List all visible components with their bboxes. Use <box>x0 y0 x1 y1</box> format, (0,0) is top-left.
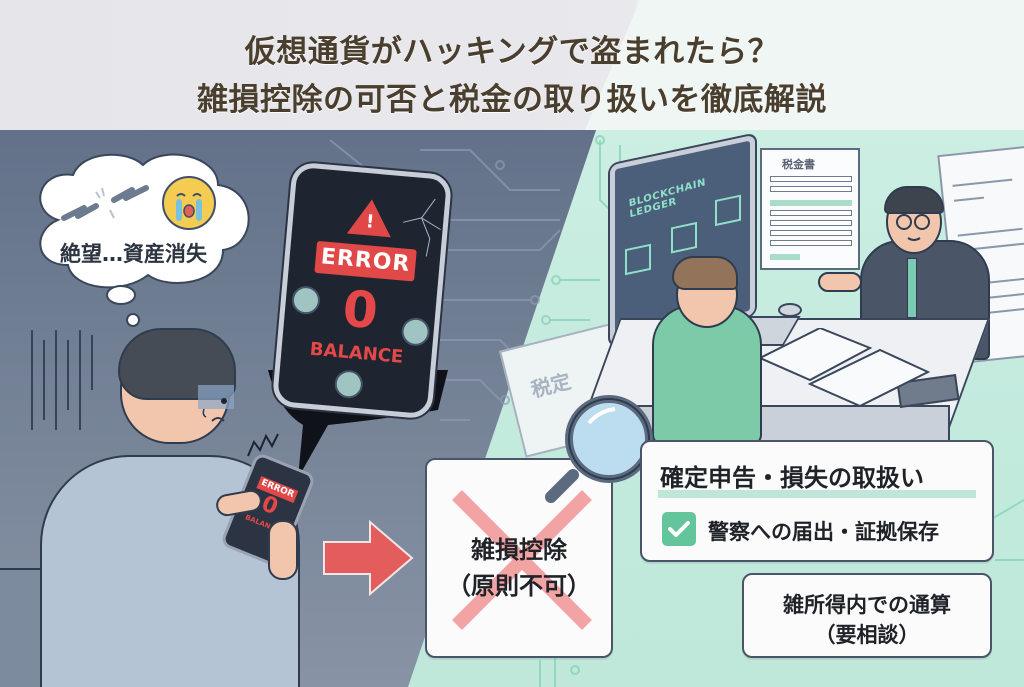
desk-documents <box>760 328 930 408</box>
right-hand <box>268 520 298 580</box>
offset-title: 雑所得内での通算 <box>783 593 951 617</box>
crypto-coin-icon <box>333 369 364 400</box>
advisor-hair <box>884 186 944 214</box>
red-arrow-icon <box>323 520 414 596</box>
deduction-title: 雑損控除 <box>471 536 567 564</box>
worried-face <box>198 385 234 422</box>
checklist-item: 警察への届出・証拠保存 <box>708 520 939 544</box>
block-icon <box>625 243 651 276</box>
offset-card: 雑所得内での通算 （要相談） <box>742 573 992 658</box>
tax-handling-card: 確定申告・損失の取扱い 警察への届出・証拠保存 <box>640 440 994 562</box>
page-title-line2: 雑損控除の可否と税金の取り扱いを徹底解説 <box>197 82 827 118</box>
page-title-line1: 仮想通貨がハッキングで盗まれたら？ <box>244 34 780 70</box>
checkbox-checked-icon <box>662 512 696 546</box>
advisor-hand <box>818 272 862 292</box>
despair-text: 絶望…資産消失 <box>60 242 207 266</box>
broken-chain-icon <box>61 185 149 221</box>
tax-form: 税金書 <box>760 148 860 270</box>
thought-bubble-tail <box>106 285 140 327</box>
advisor-tie <box>907 258 917 318</box>
deduction-status: （原則不可） <box>447 572 591 600</box>
deduction-card: 雑損控除 （原則不可） <box>425 458 613 658</box>
big-phone: ! ERROR 0 BALANCE <box>271 161 453 420</box>
gloom-lines <box>31 330 93 430</box>
block-icon <box>715 194 741 227</box>
magnifier-icon <box>545 395 653 503</box>
heading-highlight <box>658 490 976 498</box>
client-hair <box>672 256 738 290</box>
mouse <box>778 303 802 317</box>
block-icon <box>671 221 697 254</box>
cross-mark-icon <box>452 490 592 630</box>
shock-mark <box>247 433 279 457</box>
offset-note: （要相談） <box>814 623 920 647</box>
crying-face-icon <box>162 176 216 230</box>
tax-form-title: 税金書 <box>782 158 815 171</box>
tax-handling-heading: 確定申告・損失の取扱い <box>660 464 924 492</box>
screen-crack <box>402 198 441 257</box>
header-right-tint <box>585 0 1024 130</box>
